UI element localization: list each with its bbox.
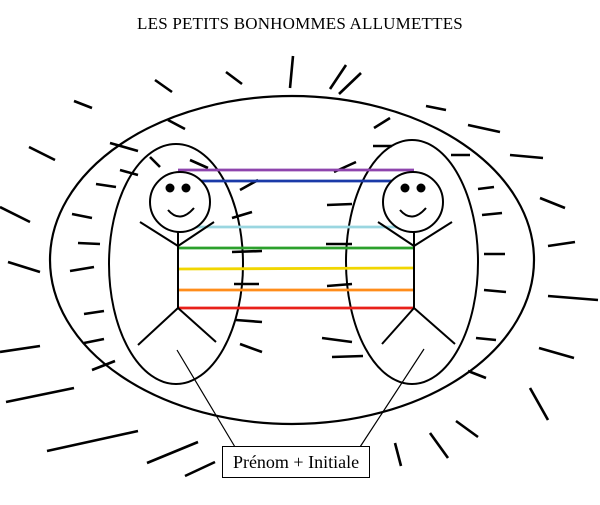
right-person-ellipse: [345, 139, 479, 385]
ray: [146, 440, 199, 465]
right-arm: [377, 221, 415, 247]
left-eye: [165, 183, 175, 193]
ray: [95, 182, 117, 189]
ray: [539, 196, 566, 210]
left-eye: [181, 183, 191, 193]
right-head: [382, 171, 444, 233]
ray: [225, 70, 243, 86]
ray: [154, 78, 173, 94]
ray: [189, 158, 209, 170]
ray: [455, 419, 479, 439]
ray: [326, 282, 353, 288]
ray: [5, 386, 75, 404]
ray: [321, 336, 353, 344]
ray: [477, 185, 495, 191]
ray: [288, 55, 295, 89]
left-head: [149, 171, 211, 233]
name-label-box: Prénom + Initiale: [222, 446, 370, 478]
pointer-line-left: [176, 349, 236, 448]
ray: [528, 387, 550, 421]
ray: [28, 145, 56, 162]
ray: [149, 156, 161, 168]
right-leg: [381, 307, 415, 345]
right-leg: [413, 307, 456, 345]
right-arm: [413, 221, 453, 247]
pointer-line-right: [359, 348, 425, 448]
ray: [7, 260, 41, 274]
left-stick-figure: [137, 171, 217, 346]
ray: [0, 344, 41, 354]
radiating-rays: [0, 55, 599, 478]
ray: [326, 202, 353, 207]
ray: [547, 240, 576, 248]
ray: [184, 460, 216, 478]
ray: [547, 294, 599, 302]
ray: [83, 309, 105, 316]
ray: [235, 318, 263, 324]
ray: [425, 104, 447, 112]
cords: [177, 168, 415, 310]
ray: [467, 123, 501, 134]
right-smile: [399, 207, 427, 218]
name-label: Prénom + Initiale: [232, 451, 360, 472]
ray: [83, 337, 105, 345]
ray: [481, 211, 503, 217]
left-smile: [167, 207, 195, 218]
ray: [338, 72, 362, 95]
ray: [509, 153, 544, 160]
ray: [77, 241, 101, 246]
ray: [393, 442, 403, 467]
left-person-ellipse: [108, 143, 244, 385]
cord-yellow: [177, 266, 415, 271]
left-leg: [177, 307, 217, 343]
ray: [328, 64, 348, 90]
ray: [331, 354, 364, 359]
ray: [467, 369, 487, 380]
right-stick-figure: [377, 171, 456, 345]
ray: [91, 359, 116, 372]
ray: [231, 249, 263, 254]
right-eye: [400, 183, 410, 193]
ray: [538, 346, 575, 360]
ray: [109, 141, 139, 153]
left-arm: [139, 221, 179, 247]
ray: [0, 205, 31, 224]
ray: [428, 432, 450, 459]
left-leg: [137, 307, 179, 346]
outer-ellipse: [48, 94, 536, 426]
ray: [71, 212, 93, 220]
diagram-title: LES PETITS BONHOMMES ALLUMETTES: [137, 14, 463, 33]
ray: [46, 429, 139, 453]
left-arm: [177, 221, 215, 247]
ray: [373, 116, 391, 130]
pointer-lines: [176, 348, 425, 448]
ray: [167, 118, 186, 131]
ray: [73, 99, 93, 110]
ray: [119, 168, 139, 177]
ray: [69, 265, 95, 273]
ray: [239, 342, 263, 354]
ray: [231, 210, 253, 220]
right-eye: [416, 183, 426, 193]
ray: [483, 288, 507, 294]
ray: [475, 336, 497, 342]
